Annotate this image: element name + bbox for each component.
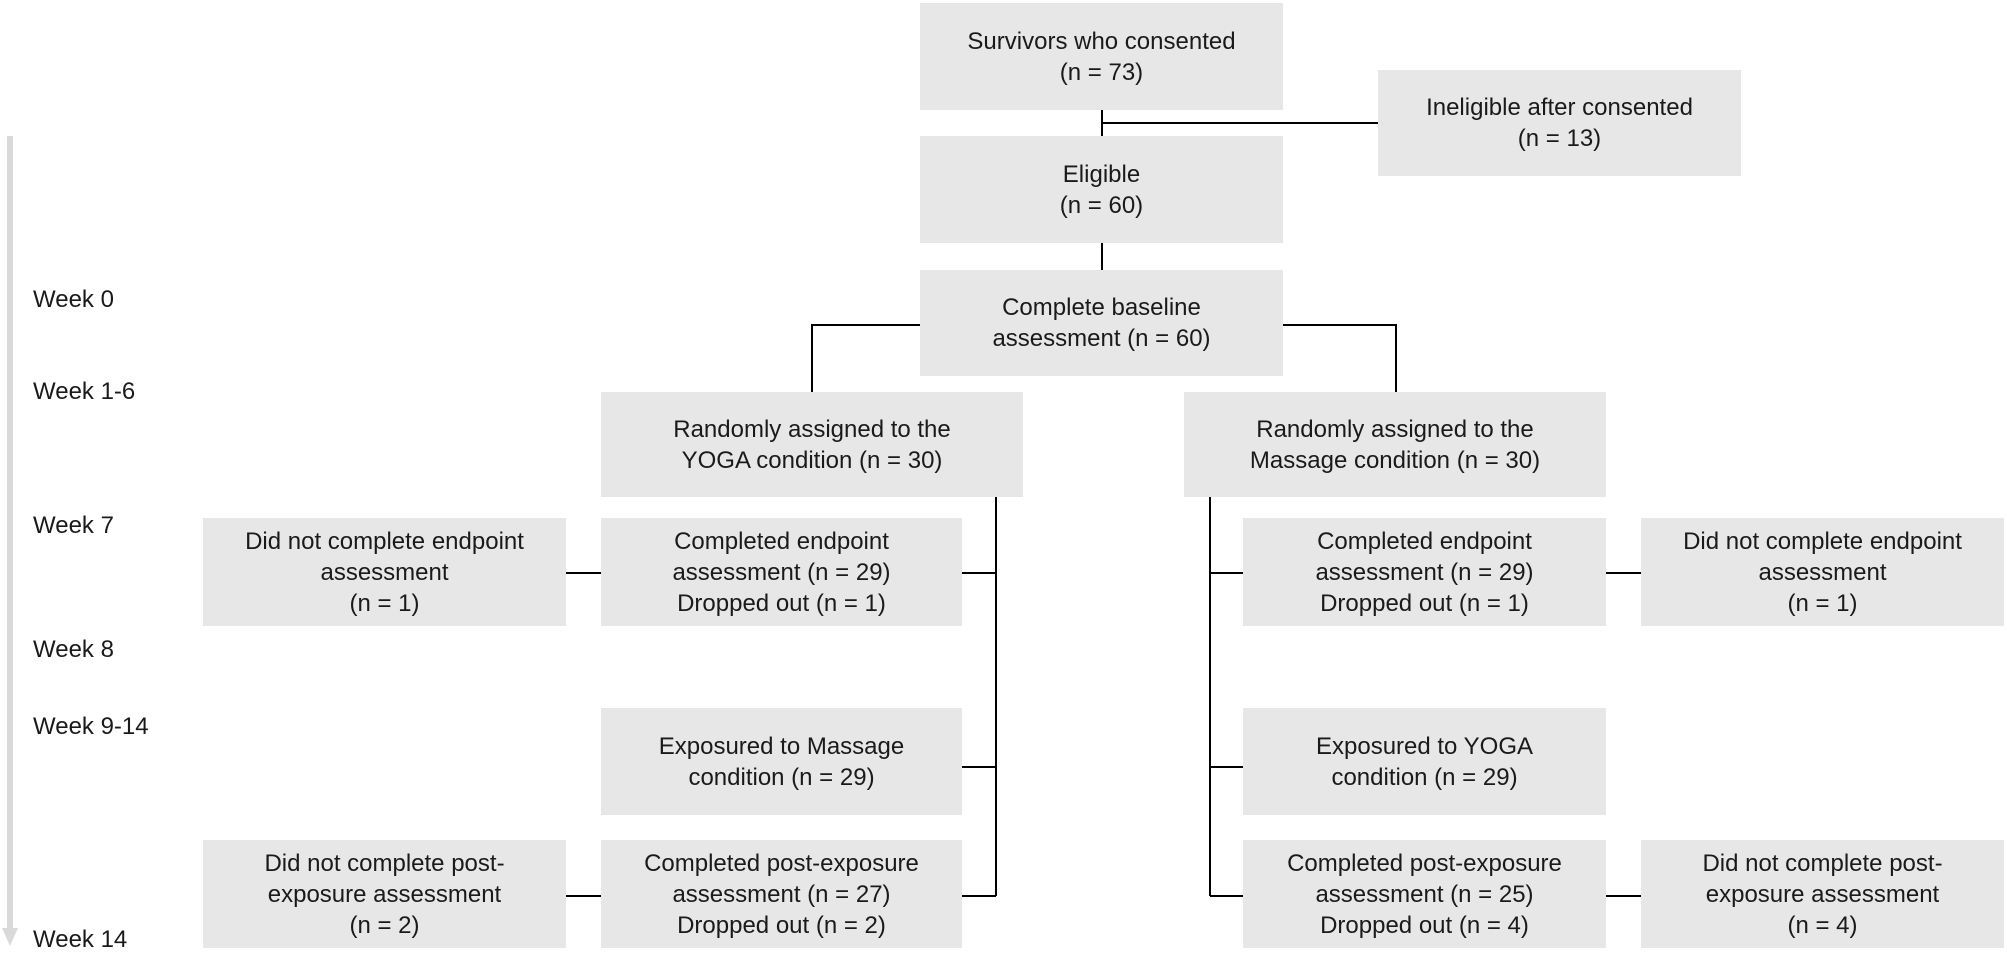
- timeline-label-week-14: Week 14: [33, 926, 128, 953]
- box-massage-not-complete-post: Did not complete post- exposure assessme…: [1641, 840, 2004, 948]
- connector-baseline-massage: [1283, 324, 1397, 392]
- box-yoga-not-complete-endpoint: Did not complete endpoint assessment (n …: [203, 518, 566, 626]
- box-yoga-completed-post: Completed post-exposure assessment (n = …: [601, 840, 962, 948]
- timeline-label-week-9-14: Week 9-14: [33, 713, 149, 740]
- box-ineligible: Ineligible after consented (n = 13): [1378, 70, 1741, 176]
- box-massage-completed-post: Completed post-exposure assessment (n = …: [1243, 840, 1606, 948]
- box-yoga-arm-exposure-massage: Exposured to Massage condition (n = 29): [601, 708, 962, 815]
- box-massage-assigned: Randomly assigned to the Massage conditi…: [1184, 392, 1606, 497]
- box-yoga-completed-endpoint: Completed endpoint assessment (n = 29) D…: [601, 518, 962, 626]
- box-survivors-consented: Survivors who consented (n = 73): [920, 3, 1283, 110]
- box-yoga-assigned: Randomly assigned to the YOGA condition …: [601, 392, 1023, 497]
- box-massage-arm-exposure-yoga: Exposured to YOGA condition (n = 29): [1243, 708, 1606, 815]
- box-eligible: Eligible (n = 60): [920, 136, 1283, 243]
- timeline-label-week-0: Week 0: [33, 286, 114, 313]
- timeline-label-week-1-6: Week 1-6: [33, 378, 136, 405]
- timeline-label-week-8: Week 8: [33, 636, 114, 663]
- box-massage-not-complete-endpoint: Did not complete endpoint assessment (n …: [1641, 518, 2004, 626]
- connector-baseline-yoga: [811, 324, 920, 392]
- box-massage-completed-endpoint: Completed endpoint assessment (n = 29) D…: [1243, 518, 1606, 626]
- box-baseline-assessment: Complete baseline assessment (n = 60): [920, 270, 1283, 376]
- box-yoga-not-complete-post: Did not complete post- exposure assessme…: [203, 840, 566, 948]
- timeline-label-week-7: Week 7: [33, 512, 114, 539]
- timeline-arrow-head: [2, 928, 18, 946]
